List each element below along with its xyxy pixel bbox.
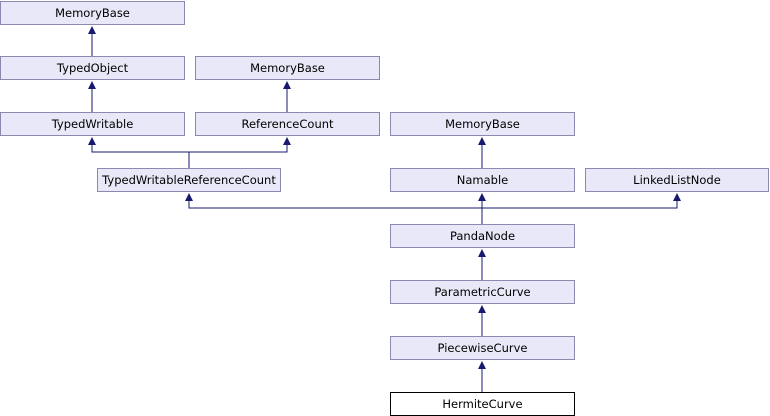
node-typedobject[interactable]: TypedObject (0, 56, 185, 80)
node-memorybase[interactable]: MemoryBase (0, 1, 185, 25)
edge-twrc-typedwritable (88, 137, 190, 168)
edge-pandanode-linkedlistnode (482, 193, 681, 209)
node-hermitecurve-current: HermiteCurve (390, 392, 575, 416)
node-piecewisecurve[interactable]: PiecewiseCurve (390, 336, 575, 360)
node-parametriccurve[interactable]: ParametricCurve (390, 280, 575, 304)
node-typedwritable[interactable]: TypedWritable (0, 112, 185, 136)
edge-twrc-referencecount (189, 137, 291, 153)
node-memorybase[interactable]: MemoryBase (390, 112, 575, 136)
node-typedwritablereferencecount[interactable]: TypedWritableReferenceCount (97, 168, 281, 192)
node-memorybase[interactable]: MemoryBase (195, 56, 380, 80)
node-namable[interactable]: Namable (390, 168, 575, 192)
node-referencecount[interactable]: ReferenceCount (195, 112, 380, 136)
edge-pandanode-twrc (185, 193, 482, 209)
node-linkedlistnode[interactable]: LinkedListNode (585, 168, 769, 192)
node-pandanode[interactable]: PandaNode (390, 224, 575, 248)
